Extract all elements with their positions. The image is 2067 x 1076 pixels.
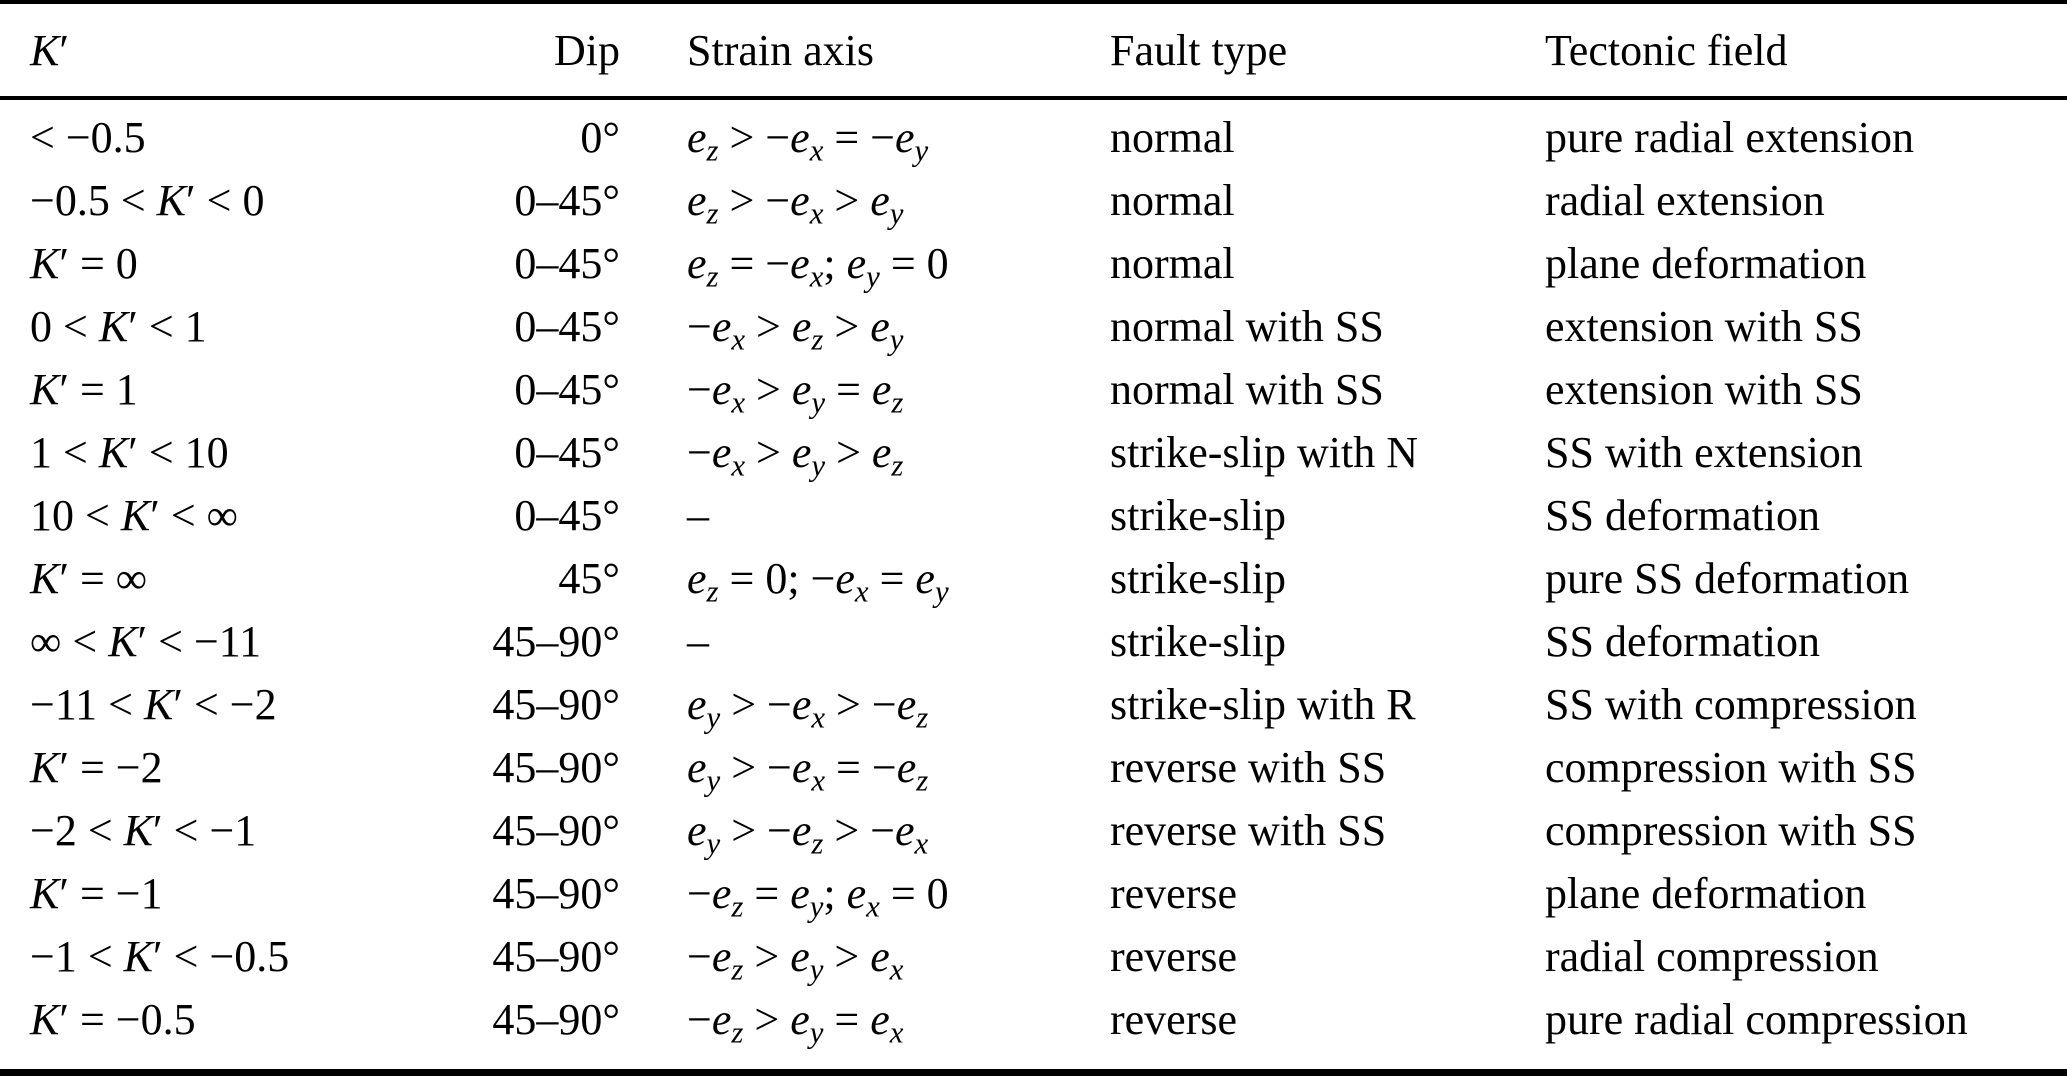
table-row: 10 < K′ < ∞ 0–45° – strike-slip SS defor… [0,484,2067,547]
cell-tectonic-field: radial extension [1545,176,1825,225]
column-header-tectonic-field: Tectonic field [1545,25,1788,75]
cell-fault-type: strike-slip [1110,554,1286,603]
cell-kprime-range: 1 < K′ < 10 [30,428,229,477]
table-row: K′ = −0.5 45–90° −ez > ey = ex reverse p… [0,988,2067,1051]
table-header-row: K′ Dip Strain axis Fault type Tectonic f… [0,4,2067,100]
cell-strain-axis: ez > −ex = −ey [687,113,929,168]
cell-tectonic-field: SS deformation [1545,617,1820,666]
table-row: −0.5 < K′ < 0 0–45° ez > −ex > ey normal… [0,169,2067,232]
cell-kprime-range: ∞ < K′ < −11 [30,617,262,666]
cell-tectonic-field: compression with SS [1545,806,1917,855]
cell-dip: 45–90° [492,995,620,1044]
cell-dip: 0–45° [514,176,620,225]
cell-tectonic-field: SS with compression [1545,680,1917,729]
cell-fault-type: reverse with SS [1110,743,1387,792]
cell-fault-type: strike-slip with N [1110,428,1418,477]
cell-strain-axis: −ez = ey; ex = 0 [687,869,949,924]
cell-strain-axis: −ez > ey > ex [687,932,904,987]
cell-kprime-range: K′ = −0.5 [30,995,196,1044]
cell-strain-axis: ez = 0; −ex = ey [687,554,949,609]
cell-strain-axis: −ex > ey > ez [687,428,904,483]
cell-dip: 0–45° [514,428,620,477]
cell-dip: 0° [580,113,620,162]
cell-kprime-range: K′ = 1 [30,365,138,414]
cell-dip: 45° [558,554,620,603]
cell-strain-axis: −ez > ey = ex [687,995,904,1050]
cell-fault-type: normal with SS [1110,302,1384,351]
cell-kprime-range: < −0.5 [30,113,146,162]
cell-fault-type: normal with SS [1110,365,1384,414]
cell-kprime-range: K′ = 0 [30,239,138,288]
column-header-kprime: K′ [30,25,69,75]
column-header-dip: Dip [554,25,620,75]
cell-fault-type: reverse [1110,995,1238,1044]
table-row: −1 < K′ < −0.5 45–90° −ez > ey > ex reve… [0,925,2067,988]
table-row: K′ = 1 0–45° −ex > ey = ez normal with S… [0,358,2067,421]
cell-tectonic-field: pure radial compression [1545,995,1968,1044]
cell-strain-axis: – [687,491,709,540]
cell-fault-type: normal [1110,239,1235,288]
cell-kprime-range: K′ = −2 [30,743,163,792]
cell-dip: 0–45° [514,365,620,414]
cell-kprime-range: 10 < K′ < ∞ [30,491,238,540]
cell-dip: 45–90° [492,806,620,855]
cell-dip: 0–45° [514,239,620,288]
cell-dip: 0–45° [514,302,620,351]
cell-kprime-range: −11 < K′ < −2 [30,680,277,729]
cell-strain-axis: ez = −ex; ey = 0 [687,239,949,294]
cell-fault-type: strike-slip with R [1110,680,1416,729]
cell-tectonic-field: SS with extension [1545,428,1863,477]
cell-dip: 45–90° [492,617,620,666]
table-row: 0 < K′ < 1 0–45° −ex > ez > ey normal wi… [0,295,2067,358]
column-header-strain-axis: Strain axis [687,25,874,75]
cell-fault-type: normal [1110,113,1235,162]
cell-fault-type: reverse [1110,869,1238,918]
cell-fault-type: strike-slip [1110,491,1286,540]
cell-dip: 0–45° [514,491,620,540]
table-row: −11 < K′ < −2 45–90° ey > −ex > −ez stri… [0,673,2067,736]
cell-dip: 45–90° [492,680,620,729]
cell-tectonic-field: pure radial extension [1545,113,1914,162]
cell-strain-axis: −ex > ey = ez [687,365,904,420]
table-row: ∞ < K′ < −11 45–90° – strike-slip SS def… [0,610,2067,673]
table-row: < −0.5 0° ez > −ex = −ey normal pure rad… [0,106,2067,169]
table-row: K′ = ∞ 45° ez = 0; −ex = ey strike-slip … [0,547,2067,610]
cell-tectonic-field: extension with SS [1545,302,1863,351]
cell-tectonic-field: radial compression [1545,932,1879,981]
table-row: K′ = −2 45–90° ey > −ex = −ez reverse wi… [0,736,2067,799]
cell-strain-axis: −ex > ez > ey [687,302,904,357]
cell-fault-type: strike-slip [1110,617,1286,666]
table-body: < −0.5 0° ez > −ex = −ey normal pure rad… [0,100,2067,1066]
cell-kprime-range: K′ = −1 [30,869,163,918]
table-row: K′ = 0 0–45° ez = −ex; ey = 0 normal pla… [0,232,2067,295]
cell-dip: 45–90° [492,932,620,981]
cell-dip: 45–90° [492,743,620,792]
cell-tectonic-field: compression with SS [1545,743,1917,792]
cell-fault-type: reverse with SS [1110,806,1387,855]
cell-strain-axis: ey > −ex = −ez [687,743,929,798]
column-header-fault-type: Fault type [1110,25,1288,75]
cell-tectonic-field: plane deformation [1545,239,1867,288]
cell-kprime-range: −2 < K′ < −1 [30,806,257,855]
cell-kprime-range: K′ = ∞ [30,554,148,603]
cell-tectonic-field: extension with SS [1545,365,1863,414]
cell-strain-axis: – [687,617,709,666]
cell-strain-axis: ez > −ex > ey [687,176,904,231]
cell-kprime-range: −0.5 < K′ < 0 [30,176,265,225]
cell-strain-axis: ey > −ez > −ex [687,806,929,861]
table-row: −2 < K′ < −1 45–90° ey > −ez > −ex rever… [0,799,2067,862]
cell-strain-axis: ey > −ex > −ez [687,680,929,735]
cell-dip: 45–90° [492,869,620,918]
cell-kprime-range: 0 < K′ < 1 [30,302,207,351]
cell-fault-type: reverse [1110,932,1238,981]
cell-kprime-range: −1 < K′ < −0.5 [30,932,290,981]
cell-tectonic-field: plane deformation [1545,869,1867,918]
cell-fault-type: normal [1110,176,1235,225]
table-row: 1 < K′ < 10 0–45° −ex > ey > ez strike-s… [0,421,2067,484]
table-row: K′ = −1 45–90° −ez = ey; ex = 0 reverse … [0,862,2067,925]
cell-tectonic-field: pure SS deformation [1545,554,1910,603]
cell-tectonic-field: SS deformation [1545,491,1820,540]
